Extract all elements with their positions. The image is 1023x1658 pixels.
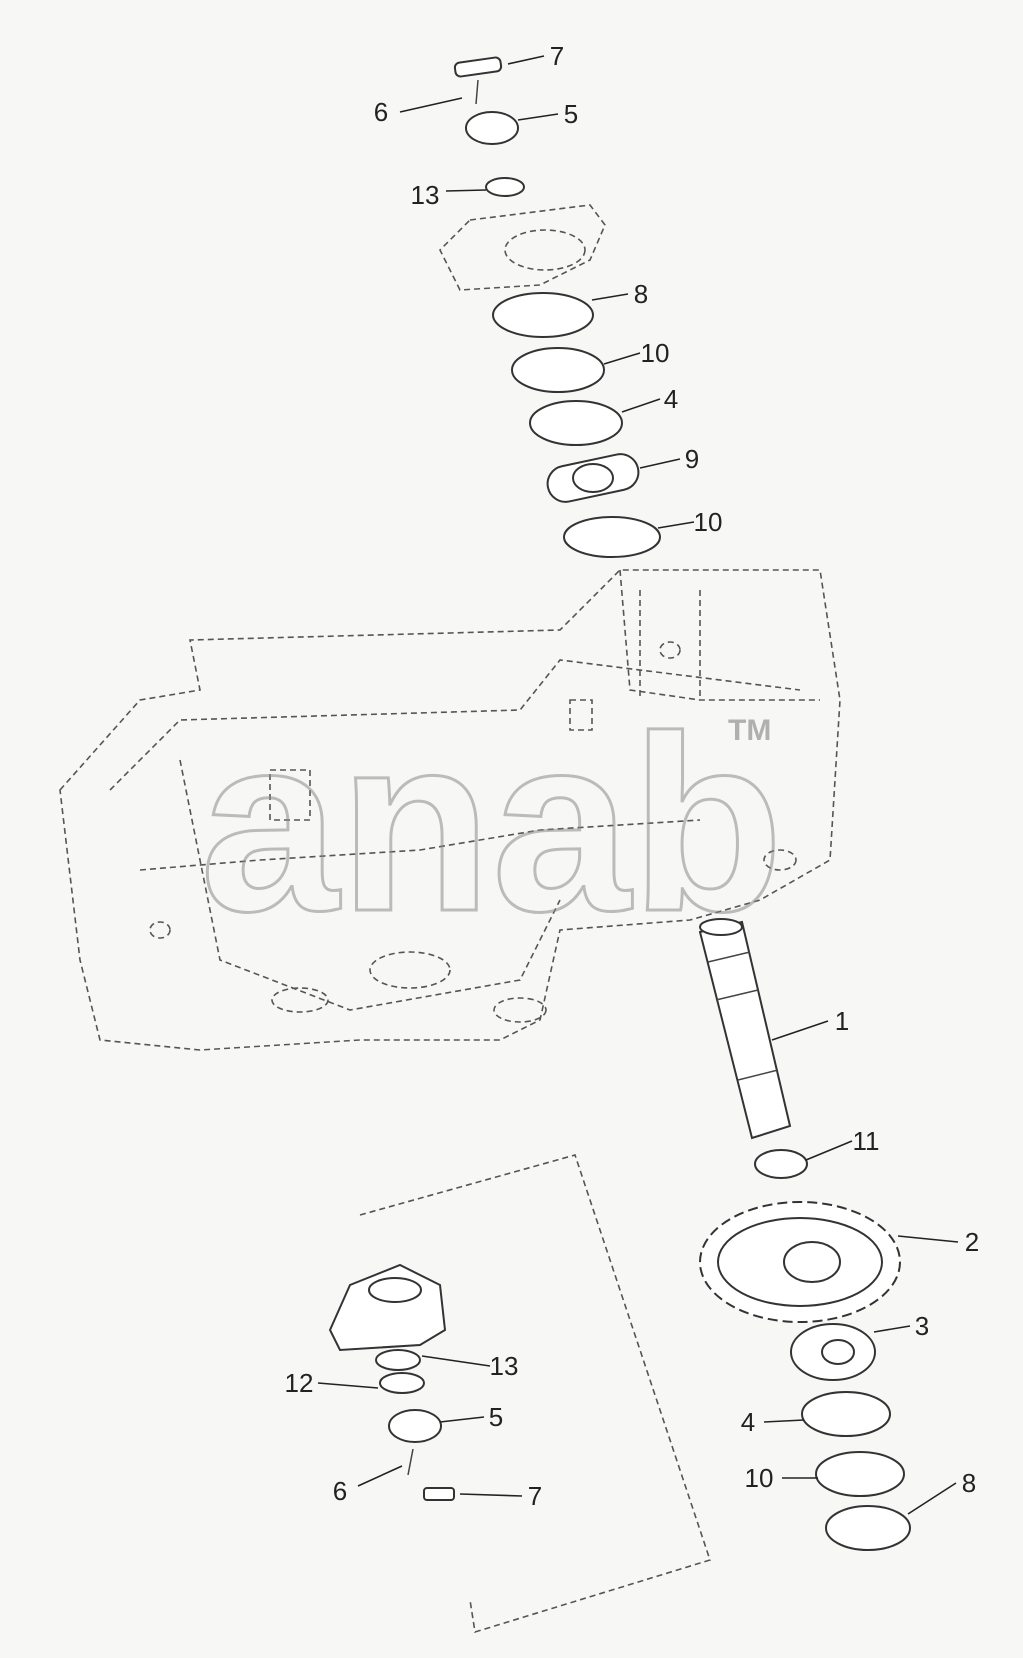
watermark-tm: TM: [728, 714, 771, 747]
spacer-bushing: [754, 1149, 808, 1179]
bearing-housing-top: [439, 204, 606, 291]
lock-plate-inset: [423, 1487, 455, 1501]
callout-13: 13: [490, 1351, 519, 1381]
callout-6: 6: [374, 97, 388, 127]
drive-gear: [699, 1201, 901, 1323]
callout-9: 9: [685, 444, 699, 474]
snap-ring-bottom: [815, 1451, 905, 1497]
callout-3: 3: [915, 1311, 929, 1341]
bolt-inset: [407, 1448, 414, 1476]
snap-ring-upper-2: [563, 516, 661, 558]
inset-frame: [359, 1154, 712, 1634]
callout-4: 4: [664, 384, 678, 414]
callout-7: 7: [550, 41, 564, 71]
callout-5: 5: [564, 99, 578, 129]
o-ring-inset: [375, 1349, 421, 1371]
upper-stack: [439, 56, 661, 558]
callout-10: 10: [745, 1463, 774, 1493]
callout-7: 7: [528, 1481, 542, 1511]
leader-lines: [317, 55, 959, 1515]
lower-stack: [790, 1323, 911, 1551]
callout-12: 12: [285, 1368, 314, 1398]
shim-ring-bottom: [801, 1391, 891, 1437]
callout-13: 13: [411, 180, 440, 210]
retainer-cap-top: [465, 111, 519, 145]
bolt-top: [475, 79, 479, 105]
ball-bearing-top: [546, 453, 640, 503]
callout-10: 10: [641, 338, 670, 368]
inset-parts: [328, 1263, 455, 1501]
o-ring-top: [485, 177, 525, 197]
retainer-cap-inset: [388, 1409, 442, 1443]
callout-6: 6: [333, 1476, 347, 1506]
shaft: [698, 918, 792, 1140]
o-ring-small-inset: [379, 1372, 425, 1394]
callout-5: 5: [489, 1402, 503, 1432]
callout-1: 1: [835, 1006, 849, 1036]
snap-ring-upper-1: [511, 347, 605, 393]
callout-8: 8: [962, 1468, 976, 1498]
callout-8: 8: [634, 279, 648, 309]
shim-ring-top: [529, 400, 623, 446]
watermark-text: anab: [200, 684, 784, 963]
seal-bottom: [825, 1505, 911, 1551]
lock-plate-top: [453, 56, 503, 78]
callout-11: 11: [853, 1126, 880, 1156]
callout-4: 4: [741, 1407, 755, 1437]
callout-2: 2: [965, 1227, 979, 1257]
gearbox-housing: [59, 569, 841, 1051]
seal-top: [492, 292, 594, 338]
watermark: anab TM: [199, 683, 786, 965]
callout-10: 10: [694, 507, 723, 537]
